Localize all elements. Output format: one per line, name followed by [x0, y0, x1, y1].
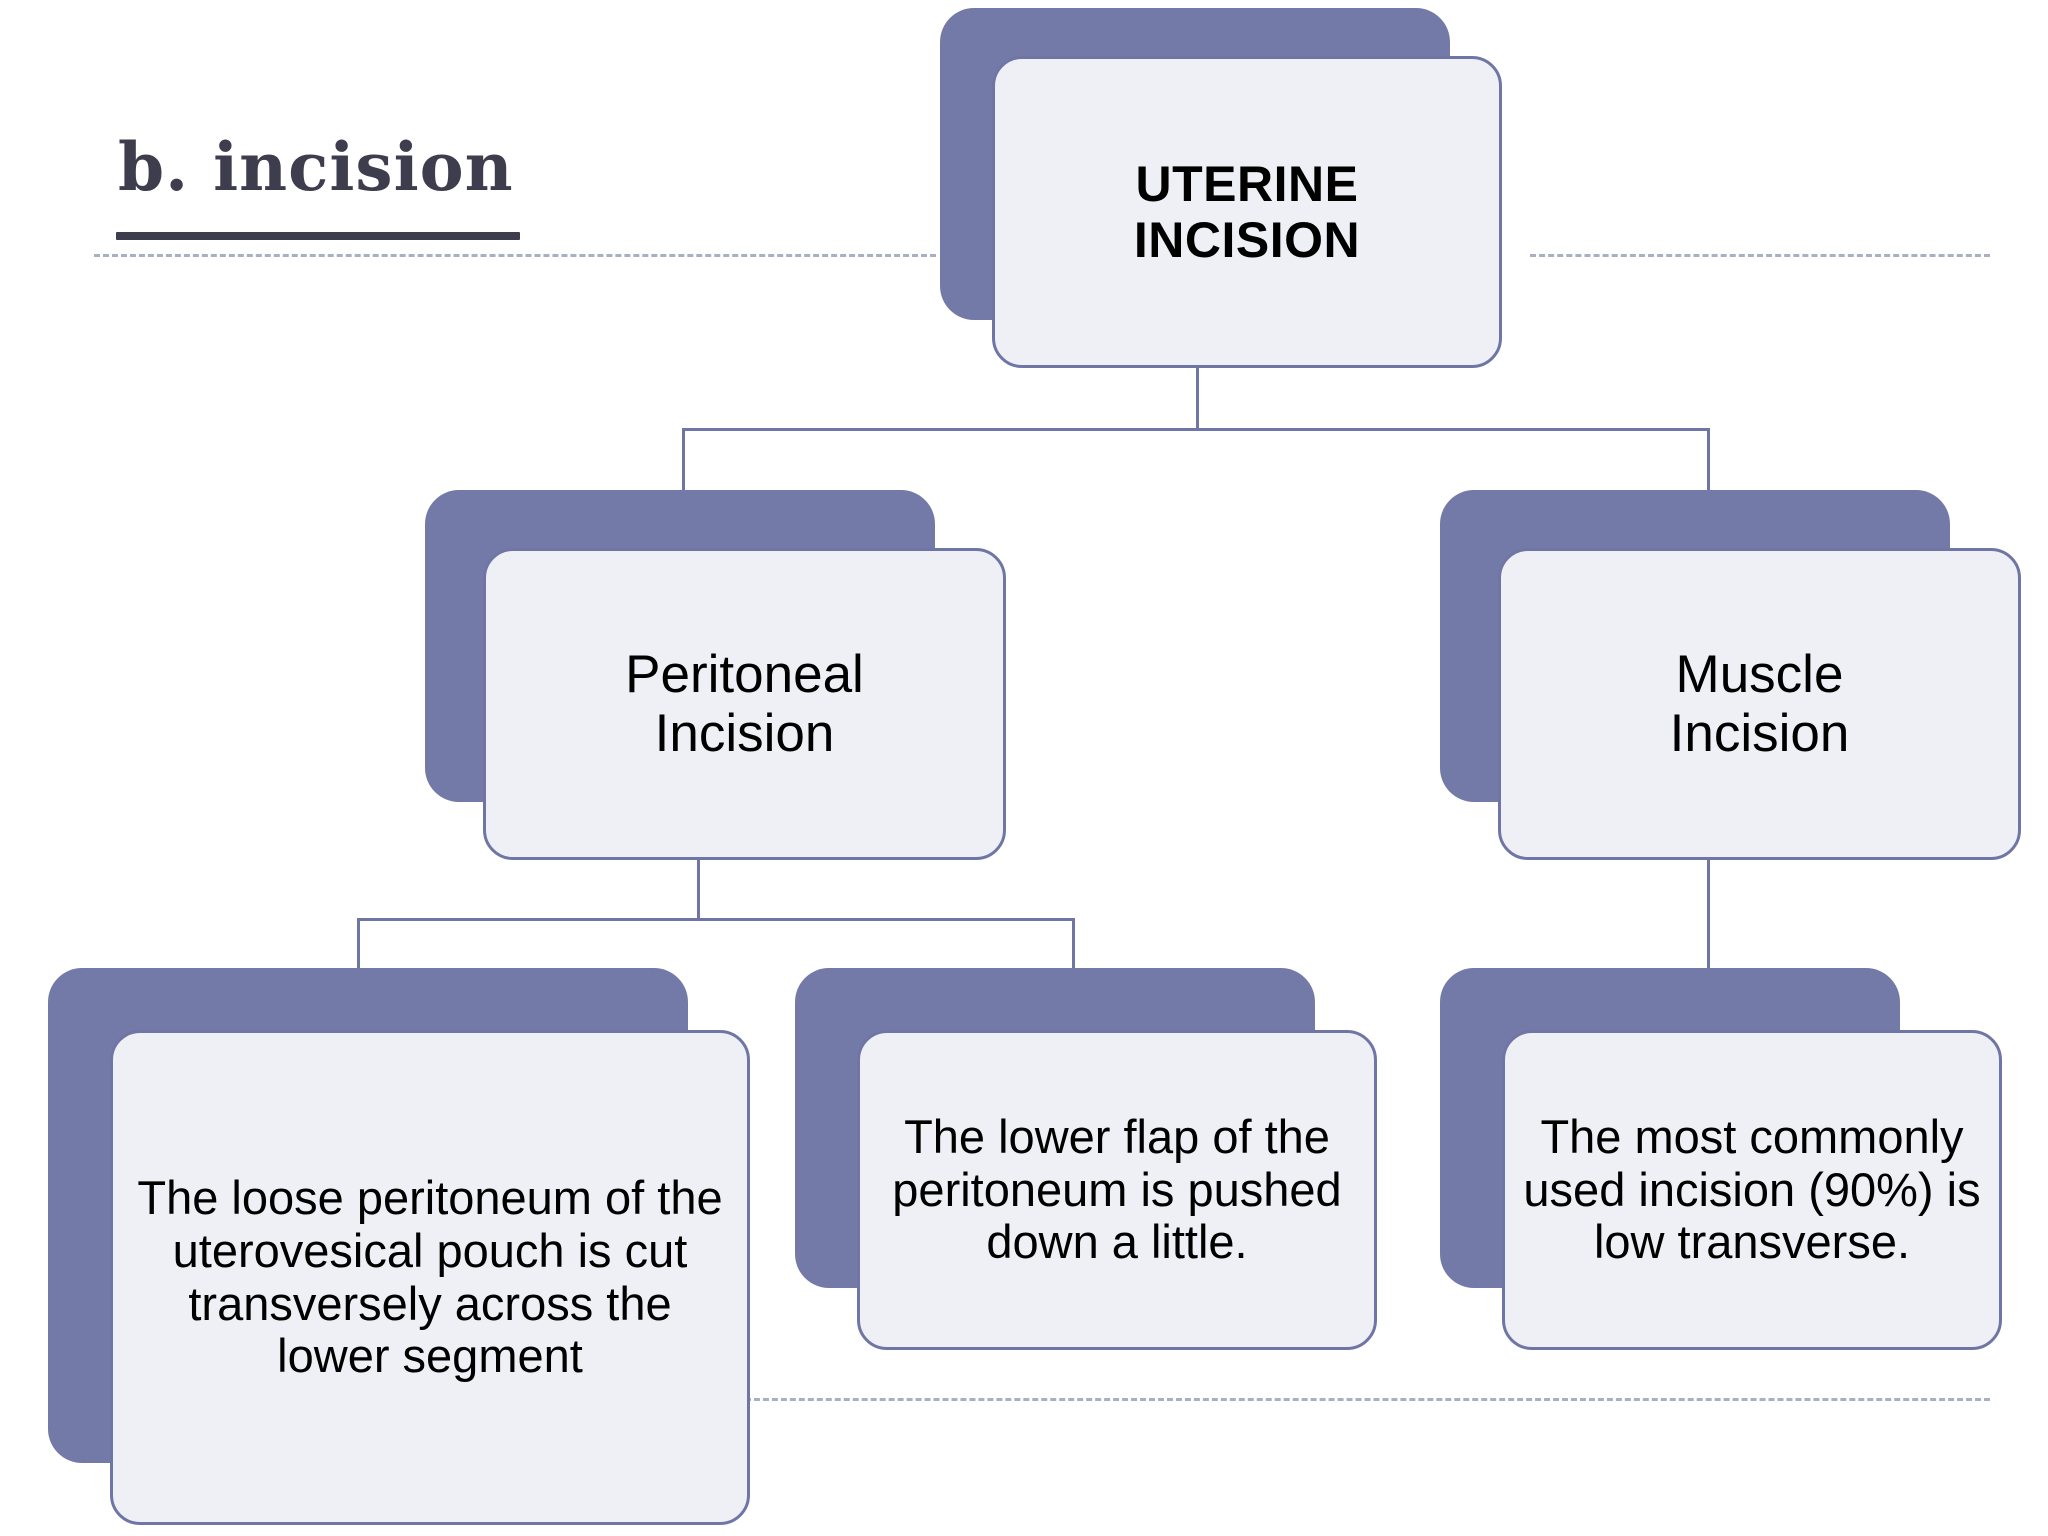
- connector-to-most-common: [1707, 858, 1710, 1030]
- node-face: Peritoneal Incision: [483, 548, 1006, 860]
- node-face: UTERINE INCISION: [992, 56, 1502, 368]
- node-face: The lower flap of the peritoneum is push…: [857, 1030, 1377, 1350]
- node-label: Muscle Incision: [1654, 645, 1866, 764]
- node-uterine-incision[interactable]: UTERINE INCISION: [940, 8, 1502, 368]
- node-label-line2: INCISION: [1133, 212, 1361, 268]
- node-face: The most commonly used incision (90%) is…: [1502, 1030, 2002, 1350]
- node-loose-peritoneum[interactable]: The loose peritoneum of the uterovesical…: [48, 968, 750, 1525]
- connector-level3-bus-left: [357, 918, 1075, 921]
- connector-root-stem: [1196, 320, 1199, 430]
- connector-to-muscle: [1707, 428, 1710, 538]
- node-label-line1: UTERINE: [1135, 156, 1359, 212]
- dashed-separator-top-left: [94, 254, 936, 257]
- dashed-separator-top-right: [1530, 254, 1990, 257]
- page-title-underline: [116, 232, 520, 240]
- node-muscle-incision[interactable]: Muscle Incision: [1440, 490, 2021, 860]
- node-label: The most commonly used incision (90%) is…: [1523, 1110, 1981, 1269]
- node-label: The lower flap of the peritoneum is push…: [892, 1110, 1342, 1269]
- connector-peritoneal-stem: [697, 858, 700, 920]
- node-label: UTERINE INCISION: [1118, 156, 1376, 268]
- node-peritoneal-incision[interactable]: Peritoneal Incision: [425, 490, 1006, 860]
- connector-level2-bus: [682, 428, 1710, 431]
- node-label-line2: Incision: [654, 704, 835, 763]
- node-face: Muscle Incision: [1498, 548, 2021, 860]
- node-label: Peritoneal Incision: [609, 645, 880, 764]
- node-face: The loose peritoneum of the uterovesical…: [110, 1030, 750, 1525]
- node-label-line1: Peritoneal: [625, 644, 864, 704]
- dashed-separator-bottom: [736, 1398, 1990, 1401]
- node-label-line1: Muscle: [1675, 644, 1844, 704]
- node-label-line2: Incision: [1669, 704, 1850, 763]
- page-title: b. incision: [118, 128, 514, 206]
- node-label: The loose peritoneum of the uterovesical…: [137, 1171, 723, 1383]
- node-most-common-incision[interactable]: The most commonly used incision (90%) is…: [1440, 968, 2002, 1350]
- node-lower-flap[interactable]: The lower flap of the peritoneum is push…: [795, 968, 1377, 1350]
- connector-to-peritoneal: [682, 428, 685, 538]
